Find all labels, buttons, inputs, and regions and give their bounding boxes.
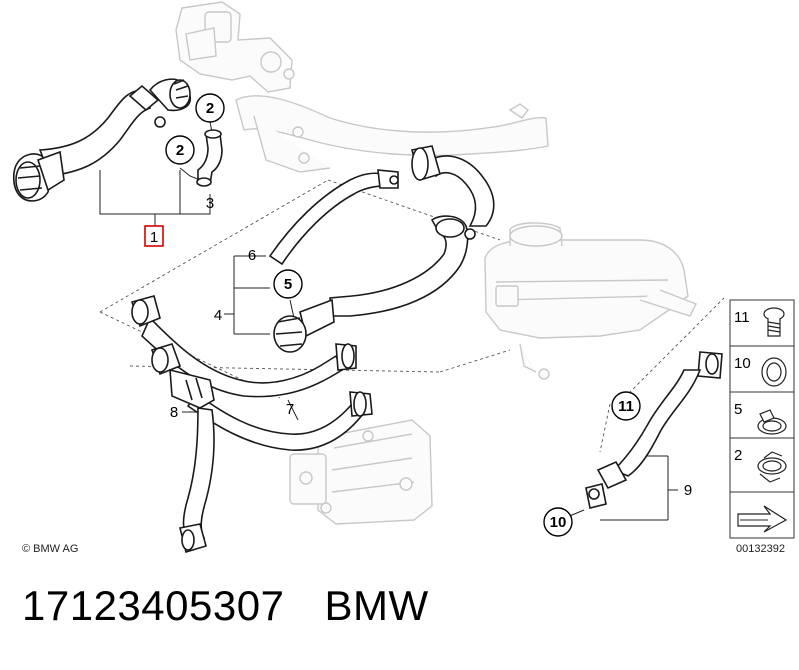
hose-6-thin[interactable]	[268, 169, 399, 266]
legend-row-10: 10	[734, 355, 787, 387]
hose-9-right[interactable]	[585, 351, 723, 509]
faded-background-parts	[175, 1, 697, 525]
seal-ring-icon	[761, 357, 787, 387]
brand-name: BMW	[324, 582, 429, 629]
hose-8-vertical[interactable]	[169, 368, 215, 554]
spring-clamp-icon	[757, 451, 787, 483]
svg-text:11: 11	[734, 309, 750, 326]
part-number: 17123405307	[22, 582, 285, 629]
legend-row-5: 5	[734, 401, 787, 435]
svg-text:2: 2	[734, 447, 742, 464]
part-number-footer: 17123405307 BMW	[22, 582, 429, 630]
callout-8: 8	[170, 404, 178, 421]
callout-circle-11: 11	[611, 391, 641, 421]
svg-text:10: 10	[734, 355, 751, 372]
drawing-number: 00132392	[736, 543, 785, 555]
hose-7-twin[interactable]	[130, 295, 373, 451]
callout-6: 6	[248, 247, 256, 264]
svg-text:2: 2	[206, 100, 214, 117]
callout-4: 4	[214, 307, 222, 324]
callout-circle-5: 5	[273, 269, 303, 299]
callout-7: 7	[286, 401, 294, 418]
callout-circle-2a: 2	[195, 93, 225, 123]
direction-arrow-icon	[737, 505, 788, 533]
callout-leader-lines	[99, 121, 678, 521]
hose-4-upper[interactable]	[273, 145, 495, 353]
callout-circle-2b: 2	[165, 135, 195, 165]
callout-circle-10: 10	[543, 507, 573, 537]
svg-text:2: 2	[176, 142, 184, 159]
legend-row-2: 2	[734, 447, 787, 483]
svg-text:5: 5	[734, 401, 742, 418]
hose-clamp-icon	[757, 409, 787, 435]
svg-text:11: 11	[618, 398, 634, 415]
callout-1-highlight[interactable]: 1	[144, 225, 164, 247]
callout-3: 3	[206, 195, 214, 212]
bolt-icon	[763, 307, 785, 337]
svg-text:5: 5	[284, 276, 292, 293]
svg-text:10: 10	[550, 514, 567, 531]
copyright-text: © BMW AG	[22, 543, 78, 555]
hose-1-radiator[interactable]	[12, 78, 192, 202]
callout-9: 9	[684, 482, 692, 499]
svg-text:1: 1	[150, 229, 158, 246]
legend-row-11: 11	[734, 307, 785, 337]
hose-3-small[interactable]	[196, 129, 223, 187]
